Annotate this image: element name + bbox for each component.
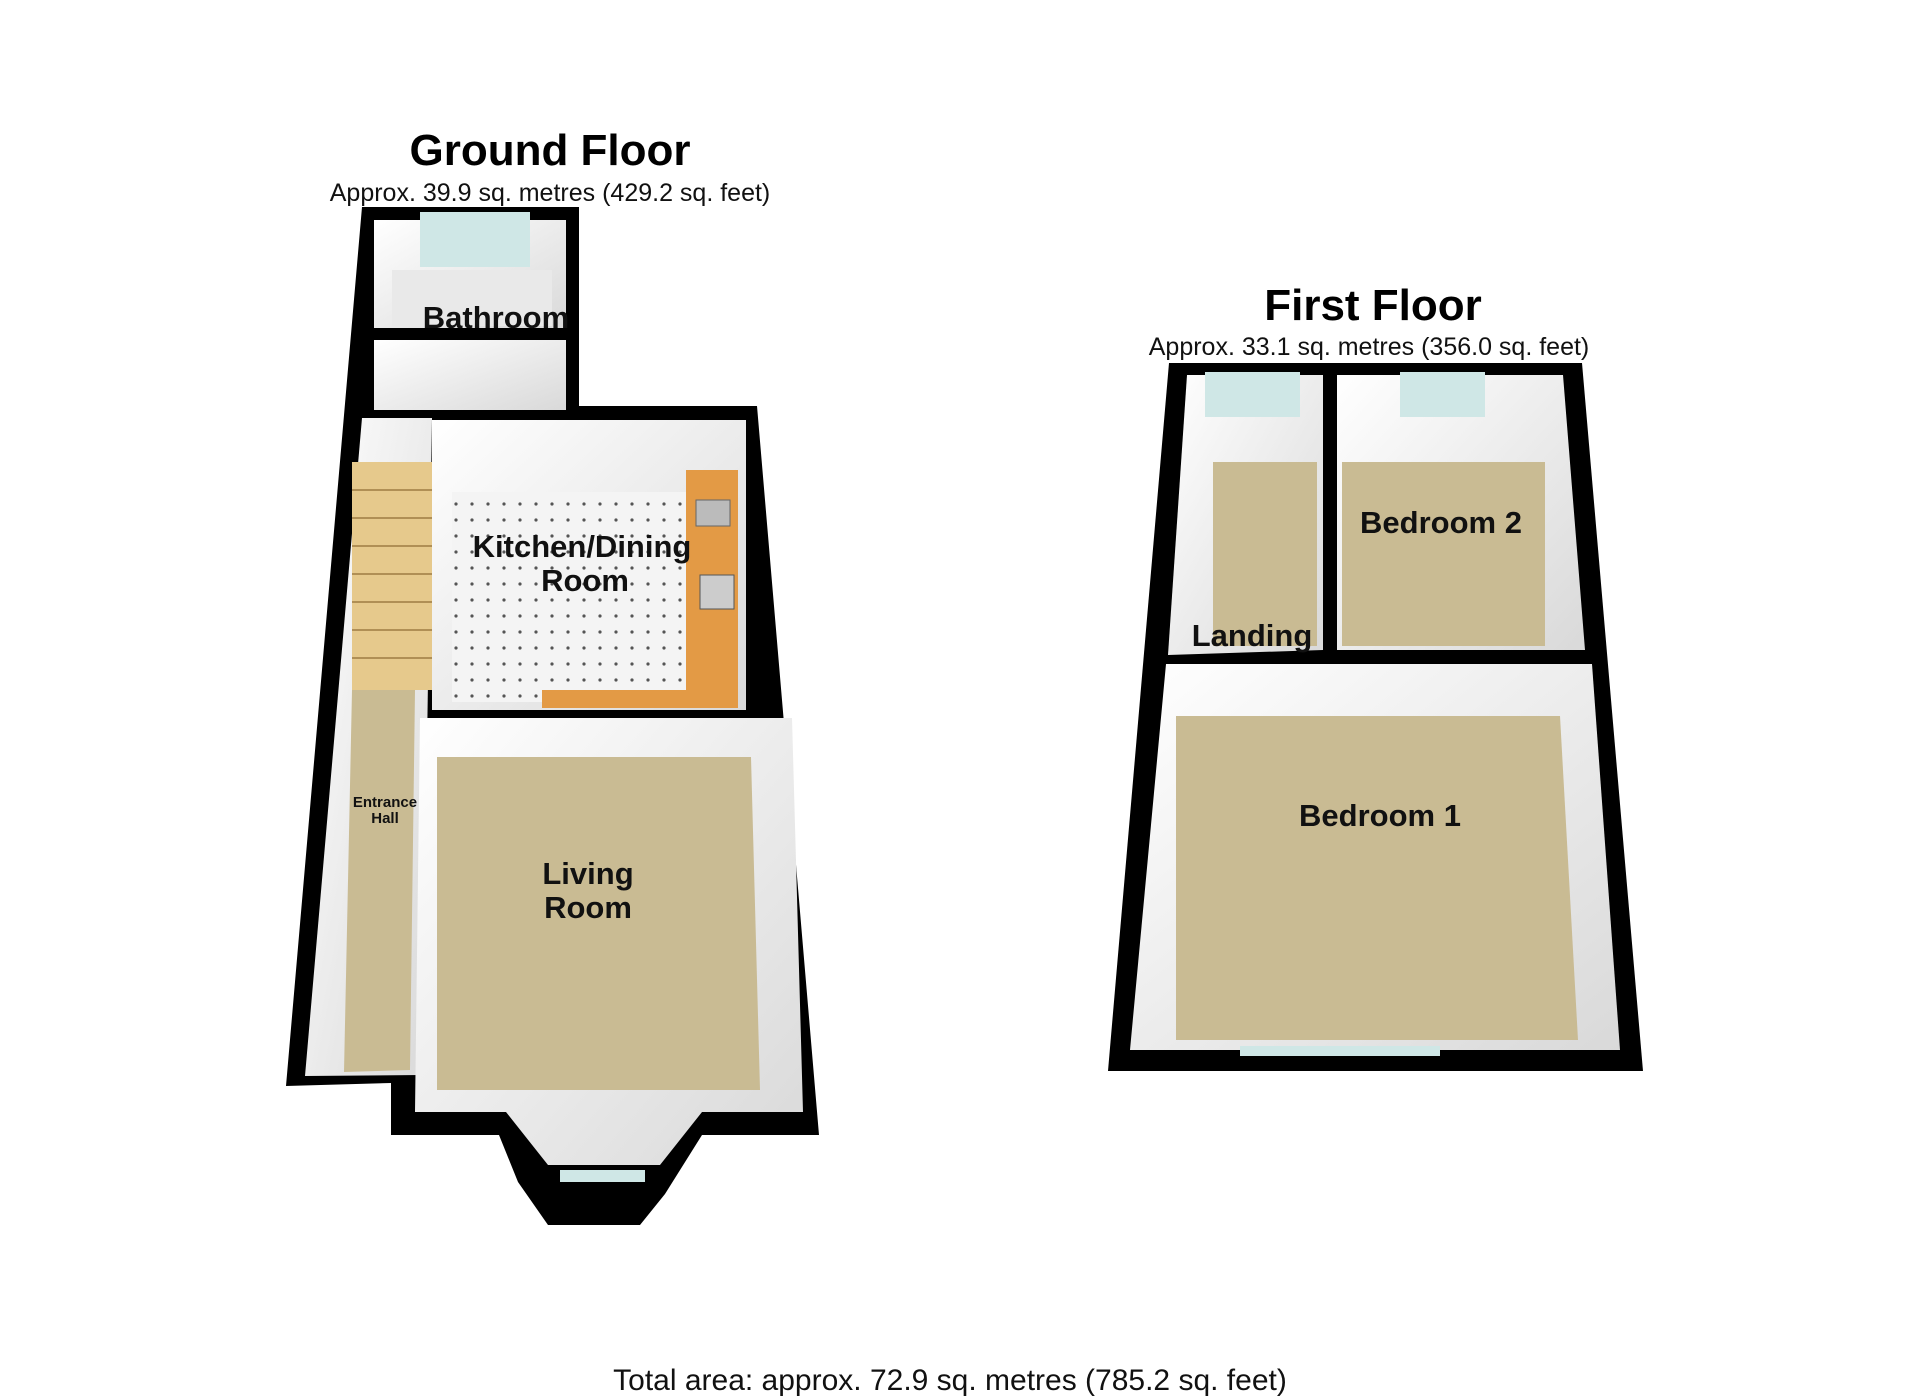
label-entrance-line1: Entrance: [353, 794, 417, 811]
label-landing: Landing: [1192, 618, 1313, 653]
ground-floor-plan: [286, 207, 819, 1225]
kitchen-floor: [452, 492, 692, 702]
bedroom-1-window: [1240, 1046, 1440, 1056]
first-floor-plan: [1108, 363, 1643, 1071]
room-labels: Bathroom Kitchen/Dining Room Entrance Ha…: [353, 300, 1522, 925]
kitchen-worktop-bottom: [542, 690, 738, 708]
label-bedroom-1: Bedroom 1: [1299, 798, 1461, 833]
hob-icon: [699, 574, 735, 610]
label-living-line2: Room: [544, 890, 632, 925]
label-living-line1: Living: [542, 856, 633, 891]
ground-floor-title: Ground Floor: [409, 126, 690, 175]
sink-icon: [695, 499, 731, 527]
label-entrance-line2: Hall: [371, 810, 399, 827]
label-kitchen-line2: Room: [541, 563, 629, 598]
bathroom-floor: [392, 270, 552, 326]
living-room-floor: [437, 757, 760, 1090]
bedroom-1-floor: [1176, 716, 1578, 1040]
stair-treads: [352, 489, 437, 659]
bathroom-lobby: [374, 340, 566, 410]
first-floor-title: First Floor: [1264, 281, 1482, 330]
bay-window: [560, 1170, 645, 1182]
label-kitchen-line1: Kitchen/Dining: [473, 529, 692, 564]
stairs: [352, 462, 437, 690]
bedroom-2-floor: [1342, 462, 1545, 646]
landing-floor: [1213, 462, 1317, 646]
total-area: Total area: approx. 72.9 sq. metres (785…: [613, 1364, 1287, 1396]
ground-floor-area: Approx. 39.9 sq. metres (429.2 sq. feet): [330, 179, 771, 207]
entrance-hall-floor: [344, 690, 415, 1072]
bedroom-2-window: [1400, 372, 1485, 417]
bathroom-window: [420, 212, 530, 267]
landing-window: [1205, 372, 1300, 417]
first-floor-area: Approx. 33.1 sq. metres (356.0 sq. feet): [1149, 333, 1590, 361]
label-bathroom: Bathroom: [423, 300, 569, 335]
label-bedroom-2: Bedroom 2: [1360, 505, 1522, 540]
